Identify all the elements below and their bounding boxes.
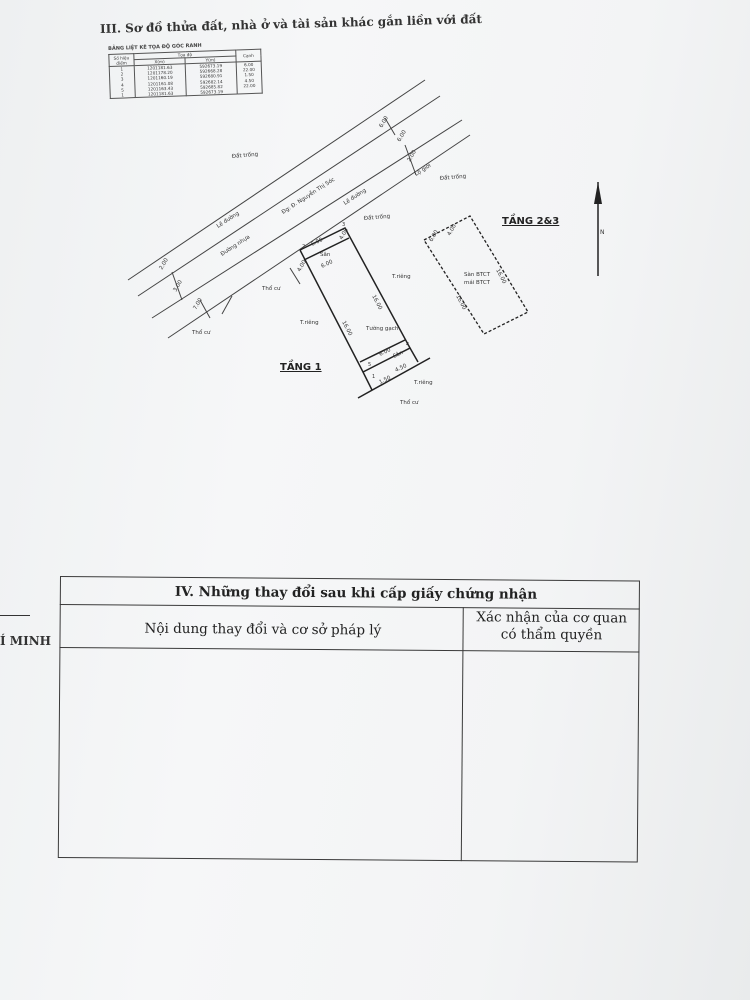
dim-label: 2.00 bbox=[407, 149, 419, 163]
label-lo-gioi: Lộ giới bbox=[413, 162, 432, 178]
dim-label: 7.00 bbox=[193, 297, 205, 311]
dim-label: 3.00 bbox=[173, 279, 185, 293]
road-edge-line bbox=[151, 119, 463, 319]
label-tho-cu: Thổ cư bbox=[191, 329, 211, 336]
yard-line bbox=[303, 237, 350, 261]
boundary-tick bbox=[384, 117, 396, 136]
label-dat-trong: Đất trống bbox=[364, 213, 391, 222]
label-t-rieng: T.riêng bbox=[391, 273, 411, 280]
dim-label: 6.00 bbox=[310, 237, 324, 248]
dim-label: 16.00 bbox=[494, 268, 507, 285]
floor-2-3-label: TẦNG 2&3 bbox=[502, 216, 560, 227]
label-dat-trong: Đất trống bbox=[232, 151, 259, 160]
front-boundary bbox=[357, 357, 431, 399]
north-arrow: N bbox=[594, 182, 605, 276]
road-edge-line bbox=[137, 95, 441, 297]
point-label: 4 bbox=[406, 342, 409, 348]
dim-label: 6.00 bbox=[378, 347, 392, 358]
point-label: 2 bbox=[302, 244, 305, 250]
plot-front-line bbox=[362, 371, 373, 391]
margin-text: Í MINH bbox=[0, 634, 51, 648]
floor-1-label: TẦNG 1 bbox=[280, 362, 322, 373]
dim-label: 6.00 bbox=[397, 129, 409, 143]
north-arrow-head bbox=[594, 182, 602, 204]
dim-label: 16.00 bbox=[454, 294, 467, 311]
dim-label: 16.00 bbox=[370, 294, 383, 311]
dim-label: 6.00 bbox=[320, 259, 334, 270]
label-mai-btct: mái BTCT bbox=[464, 279, 491, 286]
boundary-tick bbox=[171, 271, 183, 301]
road-edge-line bbox=[127, 79, 426, 281]
upper-floor-outline bbox=[423, 215, 529, 335]
plot-front-line bbox=[409, 347, 419, 363]
road-edge-line bbox=[167, 134, 471, 339]
label-san-btct: Sàn BTCT bbox=[464, 271, 491, 278]
column-header-content: Nội dung thay đổi và cơ sở pháp lý bbox=[144, 620, 382, 639]
dim-label: 4.00 bbox=[297, 259, 309, 273]
dim-label: 4.00 bbox=[447, 223, 459, 237]
north-label: N bbox=[600, 229, 605, 236]
changes-table-title: IV. Những thay đổi sau khi cấp giấy chứn… bbox=[174, 583, 538, 603]
dim-label: 2.00 bbox=[159, 257, 171, 271]
label-t-rieng: T.riêng bbox=[413, 379, 433, 386]
dim-label: 16.00 bbox=[340, 320, 353, 337]
changes-table: IV. Những thay đổi sau khi cấp giấy chứn… bbox=[57, 576, 640, 863]
column-header-confirmation: Xác nhận của cơ quan có thẩm quyền bbox=[467, 609, 635, 644]
point-label: 5 bbox=[368, 362, 371, 368]
neighbor-line bbox=[289, 267, 301, 285]
point-label: 1 bbox=[372, 374, 375, 380]
boundary-tick bbox=[199, 299, 211, 319]
ground-floor-plot bbox=[299, 227, 431, 399]
dim-label: 6.00 bbox=[379, 115, 391, 129]
boundary-tick bbox=[404, 144, 417, 176]
neighbor-line bbox=[221, 295, 233, 315]
yard-line bbox=[359, 339, 406, 363]
land-plot-map: N Đất trống Đất trống Đất trống Lề đường… bbox=[127, 79, 605, 406]
label-san: Sân bbox=[320, 251, 331, 258]
dim-label: 1.50 bbox=[378, 375, 392, 386]
label-duong-nhua: Đường nhựa bbox=[219, 233, 251, 257]
plot-outline bbox=[299, 227, 412, 374]
road-lines bbox=[127, 79, 471, 339]
dim-label: 4.00 bbox=[339, 227, 351, 241]
label-dat-trong: Đất trống bbox=[440, 173, 467, 182]
dim-label: 4.50 bbox=[394, 363, 408, 374]
label-san: Sân bbox=[392, 349, 405, 360]
label-t-rieng: T.riêng bbox=[299, 319, 319, 326]
upper-floor-plot bbox=[423, 215, 529, 335]
confirmation-line-1: Xác nhận của cơ quan bbox=[476, 609, 628, 627]
dim-label: 6.00 bbox=[429, 229, 441, 243]
label-tho-cu: Thổ cư bbox=[261, 285, 281, 292]
confirmation-line-2: có thẩm quyền bbox=[500, 626, 603, 644]
label-tuong-gach: Tường gạch bbox=[365, 325, 399, 332]
point-label: 3 bbox=[342, 222, 345, 228]
margin-line bbox=[0, 615, 30, 616]
label-tho-cu: Thổ cư bbox=[399, 399, 419, 406]
